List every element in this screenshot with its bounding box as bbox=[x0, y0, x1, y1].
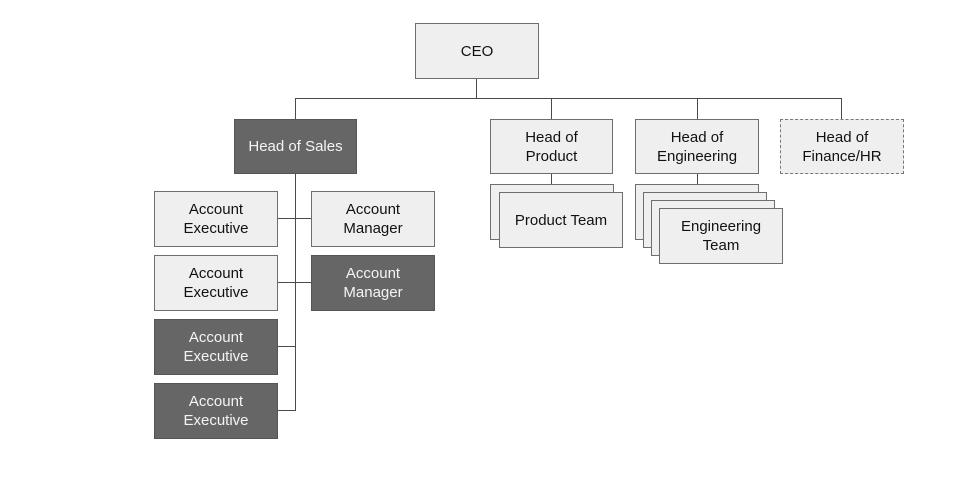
connector-sales-row-4 bbox=[277, 410, 296, 411]
account-executive-label: Account Executive bbox=[183, 201, 249, 237]
connector-sales-row-2 bbox=[277, 282, 312, 283]
product-team-label: Product Team bbox=[514, 211, 608, 229]
account-executive-node[interactable]: Account Executive bbox=[154, 319, 278, 375]
account-executive-label: Account Executive bbox=[183, 393, 249, 429]
connector-to-head-engineering bbox=[697, 98, 698, 119]
ceo-node[interactable]: CEO bbox=[415, 23, 539, 79]
connector-sales-row-1 bbox=[277, 218, 312, 219]
connector-to-head-sales bbox=[295, 98, 296, 119]
account-manager-label: Account Manager bbox=[343, 265, 403, 301]
connector-heads-bus bbox=[295, 98, 841, 99]
connector-to-head-product bbox=[551, 98, 552, 119]
head-of-engineering-label: Head of Engineering bbox=[656, 128, 738, 165]
connector-to-head-finance bbox=[841, 98, 842, 119]
head-of-finance-hr-node[interactable]: Head of Finance/HR bbox=[780, 119, 904, 174]
engineering-team-node[interactable]: Engineering Team bbox=[659, 208, 783, 264]
engineering-team-label: Engineering Team bbox=[680, 218, 762, 254]
connector-sales-row-3 bbox=[277, 346, 296, 347]
account-manager-node[interactable]: Account Manager bbox=[311, 255, 435, 311]
product-team-node[interactable]: Product Team bbox=[499, 192, 623, 248]
account-executive-node[interactable]: Account Executive bbox=[154, 383, 278, 439]
head-of-sales-label: Head of Sales bbox=[248, 138, 343, 155]
head-of-product-node[interactable]: Head of Product bbox=[490, 119, 613, 174]
connector-product-team bbox=[551, 173, 552, 184]
head-of-product-label: Head of Product bbox=[525, 128, 578, 165]
head-of-finance-hr-label: Head of Finance/HR bbox=[802, 128, 882, 165]
account-executive-node[interactable]: Account Executive bbox=[154, 191, 278, 247]
account-executive-label: Account Executive bbox=[183, 329, 249, 365]
account-executive-node[interactable]: Account Executive bbox=[154, 255, 278, 311]
connector-sales-trunk bbox=[295, 173, 296, 410]
connector-engineering-team bbox=[697, 173, 698, 184]
account-manager-label: Account Manager bbox=[343, 201, 403, 237]
account-executive-label: Account Executive bbox=[183, 265, 249, 301]
connector-ceo-down bbox=[476, 78, 477, 98]
account-manager-node[interactable]: Account Manager bbox=[311, 191, 435, 247]
head-of-sales-node[interactable]: Head of Sales bbox=[234, 119, 357, 174]
head-of-engineering-node[interactable]: Head of Engineering bbox=[635, 119, 759, 174]
ceo-label: CEO bbox=[460, 42, 494, 60]
